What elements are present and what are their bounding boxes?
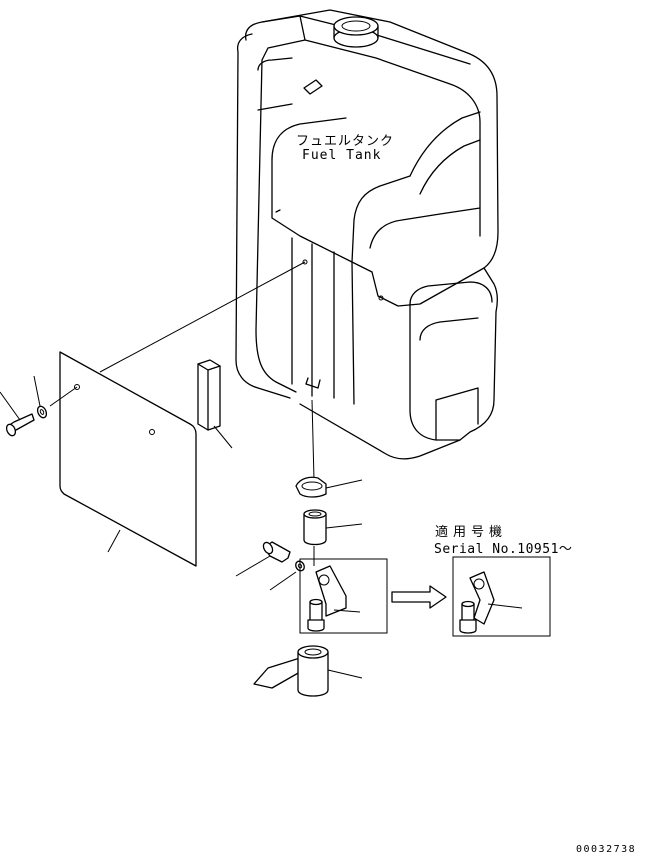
cover-plate [59, 351, 197, 567]
block [197, 359, 233, 449]
bracket-detail [299, 558, 388, 634]
clamp [295, 399, 363, 498]
bracket-detail-new [452, 556, 551, 637]
washer-middle [269, 560, 305, 591]
bolt-middle [235, 541, 291, 577]
bolt-left [0, 391, 35, 437]
arrow-icon [391, 585, 447, 609]
document-number: 00032738 [576, 844, 637, 855]
serial-label-en: Serial No.10951〜 [434, 542, 573, 557]
hose [303, 509, 363, 566]
washer-left [33, 375, 48, 419]
fuel-tank [235, 9, 499, 460]
serial-label-jp: 適用号機 [435, 525, 508, 540]
fuel-tank-label-jp: フュエルタンク [296, 134, 395, 149]
fuel-tank-label-en: Fuel Tank [302, 148, 382, 163]
drain-valve [253, 645, 363, 697]
